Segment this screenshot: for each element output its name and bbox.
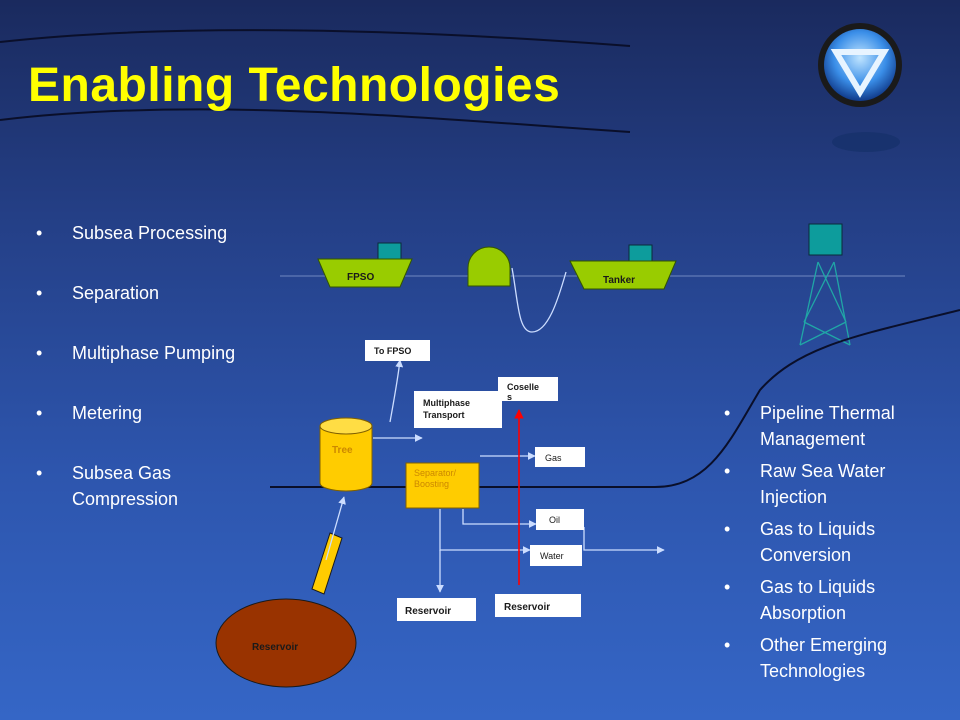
tanker-hull xyxy=(569,260,677,290)
separator-box xyxy=(405,462,480,509)
right-bullet-item: Pipeline Thermal Management xyxy=(724,400,949,452)
right-bullet-item: Other Emerging Technologies xyxy=(724,632,949,684)
wellbore xyxy=(311,532,343,595)
fpso-vessel: FPSO xyxy=(317,242,413,288)
gas-label: Gas xyxy=(545,453,562,463)
slide-title: Enabling Technologies xyxy=(28,59,561,112)
reservoir-left-label: Reservoir xyxy=(405,606,451,617)
left-bullet-list: Subsea Processing Separation Multiphase … xyxy=(36,220,276,546)
platform-deck xyxy=(808,223,843,256)
tanker-vessel: Tanker xyxy=(569,244,677,290)
to-fpso-label: To FPSO xyxy=(374,346,411,356)
fpso-hull xyxy=(317,258,413,288)
header-curve-bottom xyxy=(0,108,631,133)
tanker-label: Tanker xyxy=(603,275,635,286)
fpso-label: FPSO xyxy=(347,272,374,283)
reservoir-main-label: Reservoir xyxy=(252,642,298,653)
separator-label-1: Separator/ xyxy=(414,468,457,478)
tanker-cabin xyxy=(628,244,653,262)
right-bullet-item: Gas to Liquids Conversion xyxy=(724,516,949,568)
right-bullet-item: Raw Sea Water Injection xyxy=(724,458,949,510)
logo-icon xyxy=(818,23,902,152)
oil-label: Oil xyxy=(549,515,560,525)
multiphase-label-2: Transport xyxy=(423,410,465,420)
reservoir-ellipse xyxy=(215,598,357,688)
coselles-label-1: Coselle xyxy=(507,382,539,392)
header-curve-top xyxy=(0,29,631,47)
tree-label: Tree xyxy=(332,445,353,456)
seabed-line xyxy=(270,309,960,488)
left-bullet-item: Subsea Processing xyxy=(36,220,276,246)
reservoir-right-label: Reservoir xyxy=(504,602,550,613)
buoy-icon xyxy=(467,246,511,287)
coselles-label-2: s xyxy=(507,392,512,402)
left-bullet-item: Multiphase Pumping xyxy=(36,340,276,366)
separator-label-2: Boosting xyxy=(414,479,449,489)
left-bullet-item: Metering xyxy=(36,400,276,426)
offloading-hose xyxy=(511,267,567,333)
platform-tower xyxy=(799,223,851,346)
fpso-cabin xyxy=(377,242,402,260)
water-label: Water xyxy=(540,551,564,561)
left-bullet-item: Subsea Gas Compression xyxy=(36,460,276,512)
right-bullet-item: Gas to Liquids Absorption xyxy=(724,574,949,626)
left-bullet-item: Separation xyxy=(36,280,276,306)
multiphase-label-1: Multiphase xyxy=(423,398,470,408)
right-bullet-list: Pipeline Thermal Management Raw Sea Wate… xyxy=(724,400,949,690)
tree-icon: Tree xyxy=(319,417,373,492)
